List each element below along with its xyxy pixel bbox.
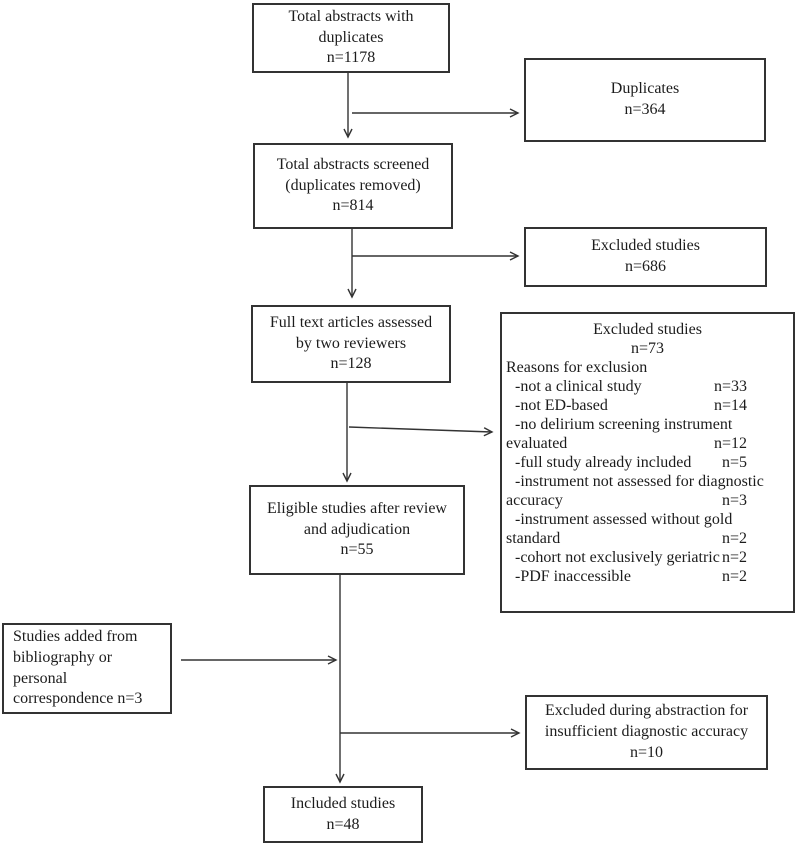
reason-count: n=2 — [721, 549, 747, 566]
reason-count: n=5 — [721, 454, 747, 471]
reasons-header: Reasons for exclusion — [506, 359, 648, 376]
reason-label: -cohort not exclusively geriatric — [515, 549, 720, 566]
reason-label: -no delirium screening instrument evalua… — [506, 416, 733, 452]
reason-label: -not ED-based — [515, 397, 608, 414]
reason-count: n=33 — [713, 378, 747, 395]
reason-row: -instrument assessed without gold standa… — [506, 510, 789, 548]
box-abstracts-screened-text: Total abstracts screened(duplicates remo… — [276, 155, 430, 215]
reason-count: n=14 — [713, 397, 747, 414]
reason-label: -instrument not assessed for diagnostic … — [506, 473, 764, 509]
reason-label: -PDF inaccessible — [515, 568, 631, 585]
reason-count: n=2 — [721, 568, 747, 585]
reason-row: -instrument not assessed for diagnostic … — [506, 472, 789, 510]
arrow-to-excluded-73 — [348, 426, 494, 437]
reason-count: n=12 — [713, 435, 747, 452]
reason-label: -not a clinical study — [515, 378, 642, 395]
reason-row: -not ED-based n=14 — [506, 396, 789, 415]
reason-count: n=2 — [721, 530, 747, 547]
reason-row: -PDF inaccessible n=2 — [506, 567, 789, 586]
reason-row: -full study already included n=5 — [506, 453, 789, 472]
reasons-list: -not a clinical study n=33 -not ED-based n=… — [506, 377, 789, 586]
reason-count: n=3 — [721, 492, 747, 509]
box-abstracts-screened: Total abstracts screened(duplicates remo… — [253, 143, 453, 229]
reason-row: -not a clinical study n=33 — [506, 377, 789, 396]
reason-label: -instrument assessed without gold standa… — [506, 511, 733, 547]
reason-label: -full study already included — [515, 454, 692, 471]
reason-row: -no delirium screening instrument evalua… — [506, 415, 789, 453]
